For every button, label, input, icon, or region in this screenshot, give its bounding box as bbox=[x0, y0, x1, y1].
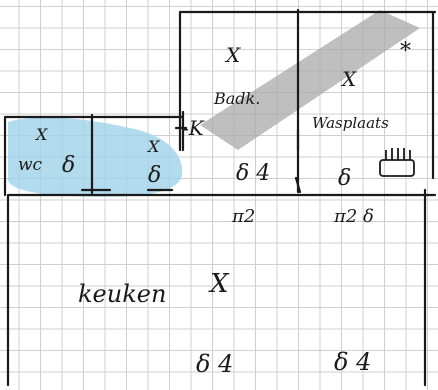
second-room-symbol: δ bbox=[148, 163, 161, 188]
radiator-icon bbox=[379, 148, 415, 177]
washroom-mark: X bbox=[340, 67, 357, 91]
washroom-corner-mark: * bbox=[400, 39, 411, 64]
grey-highlight bbox=[200, 10, 420, 150]
washroom-label: Wasplaats bbox=[312, 114, 389, 132]
small-rooms-walls bbox=[3, 113, 184, 197]
kitchen-symbol-right: δ 4 bbox=[334, 348, 371, 376]
kitchen-label: keuken bbox=[78, 280, 166, 308]
bath-room-symbol: δ 4 bbox=[236, 161, 270, 186]
upper-block-walls bbox=[178, 8, 437, 180]
wc-room-mark: X bbox=[34, 125, 48, 144]
bath-room-mark: X bbox=[224, 43, 241, 67]
washroom-symbol: δ bbox=[338, 166, 351, 191]
below-wash-mark: π2 δ bbox=[333, 206, 374, 227]
kitchen-mark: X bbox=[208, 269, 230, 299]
below-bath-mark: π2 bbox=[231, 206, 255, 227]
wc-room-symbol: δ bbox=[62, 153, 75, 178]
bath-room-label: Badk. bbox=[213, 89, 260, 108]
blue-highlight bbox=[8, 117, 183, 197]
wall-mark: -K bbox=[182, 116, 205, 140]
second-room-mark: X bbox=[146, 137, 160, 156]
kitchen-symbol-left: δ 4 bbox=[196, 350, 233, 378]
wall-ticks bbox=[174, 110, 302, 194]
kitchen-walls bbox=[6, 188, 437, 387]
wc-room-label: wc bbox=[18, 155, 43, 175]
